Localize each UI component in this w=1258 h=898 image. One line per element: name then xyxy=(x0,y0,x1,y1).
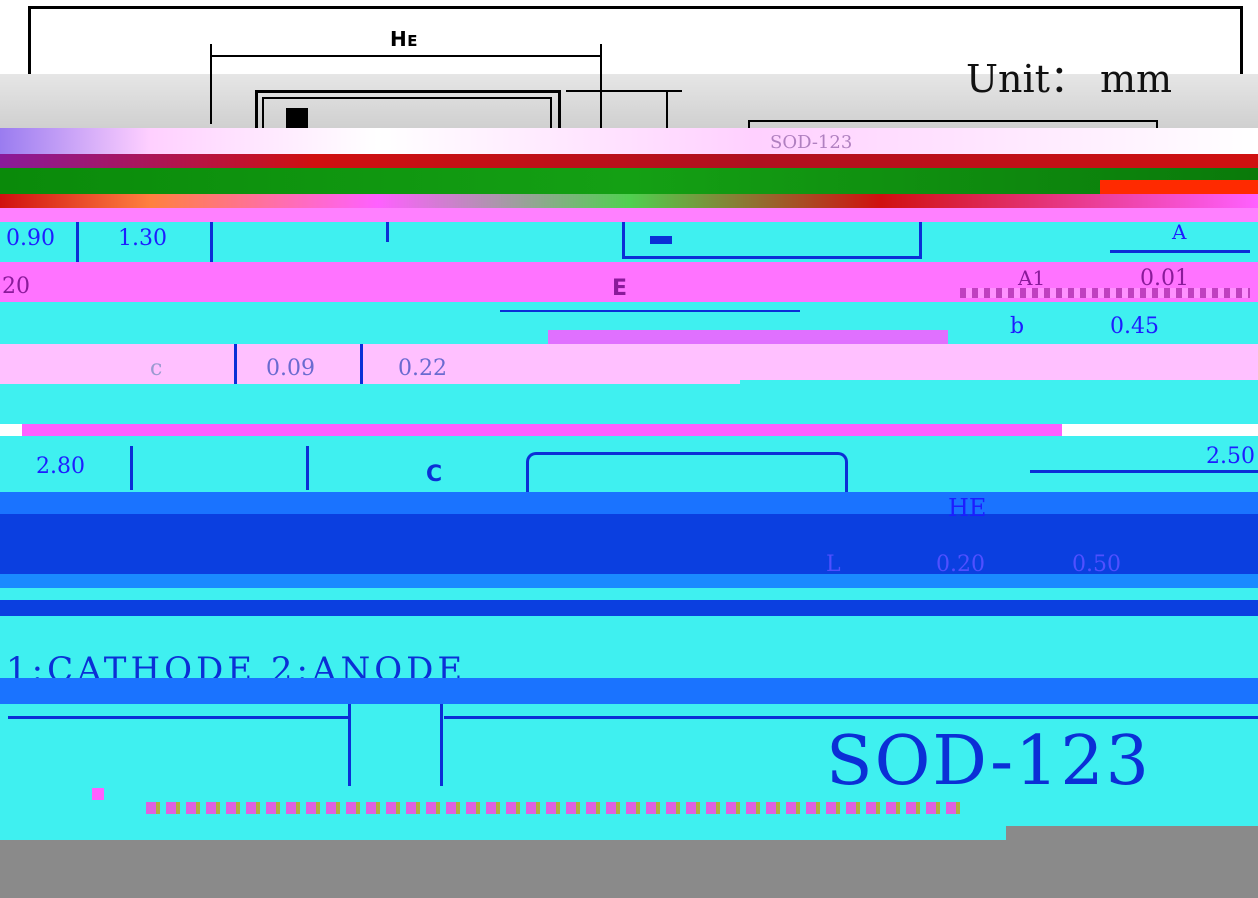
dimension-he-table-label: HE xyxy=(948,494,987,522)
band-blue-3 xyxy=(0,574,1258,588)
title-block-v2 xyxy=(440,704,443,786)
cell-c-label: c xyxy=(150,356,163,381)
band-green xyxy=(0,168,1258,194)
drawing-frame-left xyxy=(28,6,31,136)
table-grid-v1 xyxy=(76,222,79,262)
cell-a-min: 0.90 xyxy=(6,226,55,251)
title-block-h1 xyxy=(8,716,348,719)
band-lilac xyxy=(0,128,1258,154)
band-light-pink xyxy=(0,344,1258,384)
cell-l-min: 0.20 xyxy=(936,552,985,577)
drawing-frame-right xyxy=(1240,6,1243,126)
dimension-a-top xyxy=(566,90,682,92)
unit-label: Unit： mm xyxy=(966,57,1173,101)
footer-grey xyxy=(0,840,1258,898)
title-block-mark xyxy=(92,788,104,800)
table-grid-v7 xyxy=(306,446,309,490)
cell-b-label: b xyxy=(1010,314,1025,339)
cell-b-min: 0.45 xyxy=(1110,314,1159,339)
dimension-c-label: C xyxy=(426,462,443,487)
cathode-marker xyxy=(286,108,308,128)
package-title: SOD-123 xyxy=(826,722,1151,801)
band-blue-2 xyxy=(0,514,1258,574)
package-body-outline xyxy=(255,90,561,133)
cell-l-max: 0.50 xyxy=(1072,552,1121,577)
lead-pad-1 xyxy=(650,236,672,244)
band-cyan-3 xyxy=(0,384,1258,424)
band-red-2 xyxy=(0,194,1258,208)
band-red-1 xyxy=(0,154,1258,168)
table-grid-v4 xyxy=(234,344,237,384)
dimension-e-line xyxy=(500,310,800,312)
band-cyan-6 xyxy=(0,616,1258,678)
lead-outline-2 xyxy=(526,452,848,495)
footer-cyan-notch xyxy=(0,826,1006,840)
dimension-he-line xyxy=(212,55,602,57)
band-pink-stripe xyxy=(22,424,1062,436)
cell-c-min: 0.09 xyxy=(266,356,315,381)
title-block-v1 xyxy=(348,704,351,786)
cell-a1-label: A1 xyxy=(1018,266,1046,290)
dimension-he-right-ext xyxy=(600,44,602,128)
cell-a-max: 1.30 xyxy=(118,226,167,251)
dimension-he-left-ext xyxy=(210,44,212,124)
table-grid-v2 xyxy=(210,222,213,272)
dimension-e-label: E xyxy=(612,276,628,301)
dimension-he-label: Hᴇ xyxy=(390,27,418,51)
dimension-a-arrow xyxy=(666,92,668,128)
cell-a-label: A xyxy=(1172,220,1187,244)
title-block-h2 xyxy=(444,716,1258,719)
band-pink-1 xyxy=(0,208,1258,222)
cell-a1-partial: 20 xyxy=(2,274,30,299)
band-cyan-2-purple xyxy=(548,330,948,344)
lead-outline-1 xyxy=(622,222,922,259)
band-cyan-4 xyxy=(0,436,1258,492)
footer-grey-step xyxy=(1006,826,1258,840)
package-code-small: SOD-123 xyxy=(770,132,853,153)
cell-e-max: 2.50 xyxy=(1206,444,1255,469)
table-grid-h2 xyxy=(1030,470,1258,473)
band-blue-4 xyxy=(0,600,1258,616)
band-pink-2-dots xyxy=(960,288,1250,298)
cell-a1-max: 0.01 xyxy=(1140,266,1189,291)
cell-e-min: 2.80 xyxy=(36,454,85,479)
table-grid-v3 xyxy=(386,222,389,242)
band-cyan-1 xyxy=(0,222,1258,262)
cell-l-label: L xyxy=(826,552,841,577)
drawing-frame-top xyxy=(28,6,1242,9)
band-blue-5 xyxy=(0,678,1258,704)
cell-c-max: 0.22 xyxy=(398,356,447,381)
table-grid-v6 xyxy=(130,446,133,490)
table-grid-v5 xyxy=(360,344,363,384)
band-green-red-tail xyxy=(1100,180,1258,194)
band-cyan-5 xyxy=(0,588,1258,600)
title-block-dotted-line xyxy=(146,802,964,814)
band-cyan-7 xyxy=(0,704,1258,840)
package-body-inner xyxy=(262,97,552,133)
table-grid-h1 xyxy=(1110,250,1250,253)
band-blue-1 xyxy=(0,492,1258,514)
